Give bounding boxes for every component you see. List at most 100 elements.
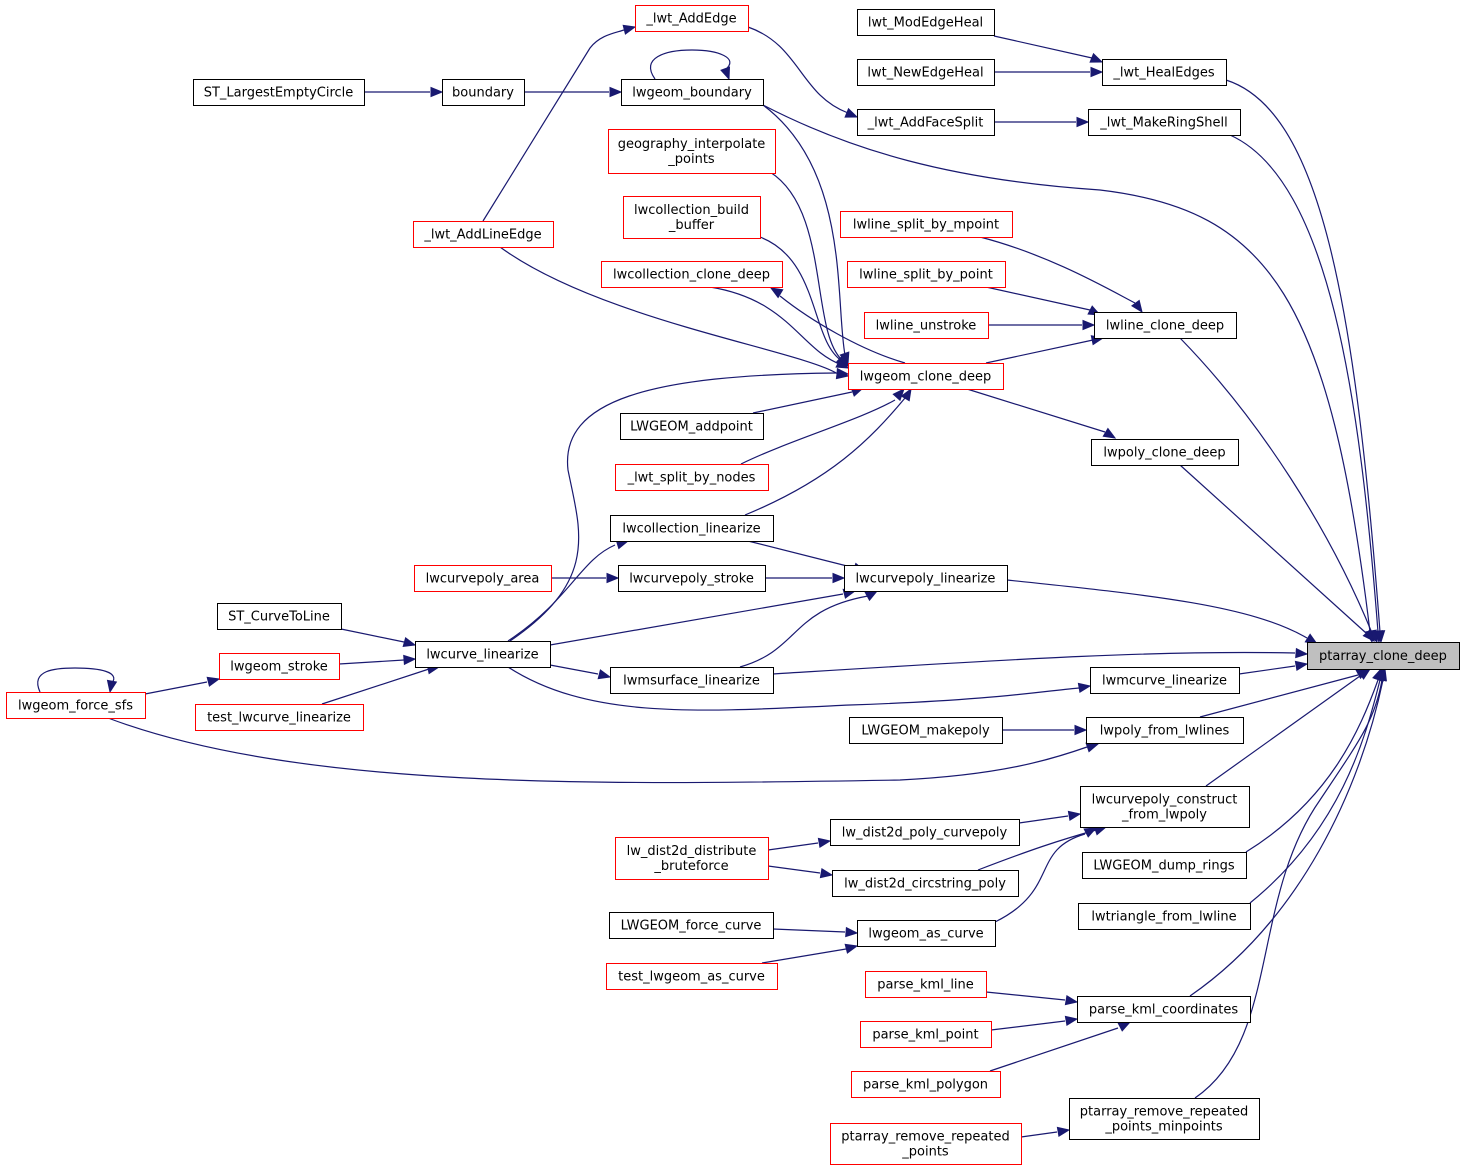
node-geography_interpolate_points[interactable]: geography_interpolate_points [608,129,776,174]
node-label: test_lwcurve_linearize [207,711,351,726]
node-box [844,565,1008,592]
node-lw_dist2d_poly_curvepoly[interactable]: lw_dist2d_poly_curvepoly [830,819,1020,846]
node-LWGEOM_makepoly[interactable]: LWGEOM_makepoly [849,717,1003,744]
node-lwpoly_from_lwlines[interactable]: lwpoly_from_lwlines [1086,717,1244,744]
node-box [857,9,995,36]
node-lwmsurface_linearize[interactable]: lwmsurface_linearize [610,667,774,694]
node-label: _lwt_AddFaceSplit [867,116,984,131]
node-lwgeom_force_sfs[interactable]: lwgeom_force_sfs [6,692,146,719]
node-box [635,5,749,32]
node-lwcurve_linearize[interactable]: lwcurve_linearize [415,641,551,668]
node-_lwt_AddFaceSplit[interactable]: _lwt_AddFaceSplit [857,109,995,136]
node-lwline_split_by_mpoint[interactable]: lwline_split_by_mpoint [840,211,1013,238]
node-label: lwgeom_force_sfs [18,699,133,714]
node-test_lwcurve_linearize[interactable]: test_lwcurve_linearize [195,704,364,731]
edge-LWGEOM_addpoint-to-lwgeom_clone_deep [752,386,865,414]
node-_lwt_split_by_nodes[interactable]: _lwt_split_by_nodes [615,464,769,491]
node-box [1102,59,1227,86]
node-label: lwcurve_linearize [426,648,538,663]
node-LWGEOM_addpoint[interactable]: LWGEOM_addpoint [620,413,764,440]
node-lwcollection_linearize[interactable]: lwcollection_linearize [610,515,774,542]
node-box [414,565,552,592]
node-label: lwcollection_linearize [622,522,760,537]
edge-boundary-to-lwgeom_boundary [524,86,623,98]
node-test_lwgeom_as_curve[interactable]: test_lwgeom_as_curve [606,963,778,990]
node-label: parse_kml_coordinates [1089,1003,1238,1018]
node-ptarray_remove_repeated_points_minpoints[interactable]: ptarray_remove_repeated_points_minpoints [1069,1098,1260,1140]
node-box [865,971,987,998]
node-LWGEOM_force_curve[interactable]: LWGEOM_force_curve [609,912,774,939]
node-lwgeom_stroke[interactable]: lwgeom_stroke [219,653,340,680]
node-lw_dist2d_circstring_poly[interactable]: lw_dist2d_circstring_poly [832,870,1019,897]
node-lwline_split_by_point[interactable]: lwline_split_by_point [847,261,1006,288]
node-label: lwcurvepoly_stroke [629,572,754,587]
node-lwgeom_clone_deep[interactable]: lwgeom_clone_deep [848,363,1004,390]
edge-lwt_ModEdgeHeal-to-_lwt_HealEdges [993,35,1104,63]
node-lwcurvepoly_construct_from_lwpoly[interactable]: lwcurvepoly_construct_from_lwpoly [1080,786,1250,828]
edge-lw_dist2d_poly_curvepoly-to-lwcurvepoly_construct_from_lwpoly [1018,810,1082,824]
edge-lw_dist2d_distribute_bruteforce-to-lw_dist2d_poly_curvepoly [767,837,832,851]
node-label: lw_dist2d_poly_curvepoly [842,826,1008,841]
node-_lwt_AddLineEdge[interactable]: _lwt_AddLineEdge [413,221,554,248]
edge-LWGEOM_dump_rings-to-ptarray_clone_deep [1245,667,1383,853]
node-ptarray_remove_repeated_points[interactable]: ptarray_remove_repeated_points [830,1123,1022,1165]
node-lwline_clone_deep[interactable]: lwline_clone_deep [1094,312,1237,339]
node-box [195,704,364,731]
node-label: LWGEOM_makepoly [861,724,990,739]
node-label: geography_interpolate [618,137,766,152]
edge-lwmsurface_linearize-to-ptarray_clone_deep [772,647,1309,675]
node-lwcurvepoly_stroke[interactable]: lwcurvepoly_stroke [618,565,766,592]
node-lwgeom_boundary[interactable]: lwgeom_boundary [621,79,764,106]
node-box [442,79,525,106]
node-_lwt_MakeRingShell[interactable]: _lwt_MakeRingShell [1088,109,1241,136]
node-ptarray_clone_deep[interactable]: ptarray_clone_deep [1307,642,1460,670]
node-lwcurvepoly_linearize[interactable]: lwcurvepoly_linearize [844,565,1008,592]
node-lwgeom_as_curve[interactable]: lwgeom_as_curve [857,920,996,947]
node-box [1080,786,1250,828]
node-layer: ptarray_clone_deep lwt_ModEdgeHeal lwt_New… [6,5,1460,1165]
node-ST_CurveToLine[interactable]: ST_CurveToLine [217,603,342,630]
node-label: LWGEOM_dump_rings [1093,859,1234,874]
node-lwcollection_build_buffer[interactable]: lwcollection_build_buffer [623,196,761,239]
node-label: _bruteforce [653,859,728,874]
node-parse_kml_line[interactable]: parse_kml_line [865,971,987,998]
node-box [621,79,764,106]
node-boundary[interactable]: boundary [442,79,525,106]
node-label: _lwt_split_by_nodes [627,471,756,486]
edge-lwcurve_linearize-to-lwgeom_clone_deep [509,367,850,642]
node-LWGEOM_dump_rings[interactable]: LWGEOM_dump_rings [1082,852,1247,879]
node-box [1077,996,1251,1023]
node-label: lwgeom_boundary [632,86,752,101]
node-box [193,79,365,106]
node-lwt_ModEdgeHeal[interactable]: lwt_ModEdgeHeal [857,9,995,36]
node-parse_kml_coordinates[interactable]: parse_kml_coordinates [1077,996,1251,1023]
node-label: test_lwgeom_as_curve [618,970,765,985]
node-lw_dist2d_distribute_bruteforce[interactable]: lw_dist2d_distribute_bruteforce [615,837,769,880]
edge-_lwt_split_by_nodes-to-lwgeom_clone_deep [740,388,905,465]
edge-ST_LargestEmptyCircle-to-boundary [364,86,444,98]
node-lwt_NewEdgeHeal[interactable]: lwt_NewEdgeHeal [857,59,995,86]
node-parse_kml_point[interactable]: parse_kml_point [860,1021,992,1048]
node-lwpoly_clone_deep[interactable]: lwpoly_clone_deep [1091,439,1239,466]
node-parse_kml_polygon[interactable]: parse_kml_polygon [851,1071,1001,1098]
node-label: lwgeom_clone_deep [860,370,992,385]
edge-lwcollection_build_buffer-to-lwgeom_clone_deep [759,236,849,367]
node-lwtriangle_from_lwline[interactable]: lwtriangle_from_lwline [1078,903,1251,930]
node-label: lwcurvepoly_construct [1092,793,1238,808]
node-_lwt_HealEdges[interactable]: _lwt_HealEdges [1102,59,1227,86]
node-label: parse_kml_point [872,1028,978,1043]
node-lwline_unstroke[interactable]: lwline_unstroke [864,312,989,339]
node-lwcollection_clone_deep[interactable]: lwcollection_clone_deep [601,261,783,288]
node-lwmcurve_linearize[interactable]: lwmcurve_linearize [1090,667,1240,694]
node-box [608,129,776,174]
node-label: lwpoly_clone_deep [1103,446,1225,461]
node-_lwt_AddEdge[interactable]: _lwt_AddEdge [635,5,749,32]
node-box [857,920,996,947]
node-label: ST_LargestEmptyCircle [204,86,354,101]
node-label: lwcurvepoly_area [426,572,540,587]
node-lwcurvepoly_area[interactable]: lwcurvepoly_area [414,565,552,592]
node-box [610,515,774,542]
edge-ptarray_remove_repeated_points-to-ptarray_remove_repeated_points_minpoints [1020,1126,1071,1138]
node-label: boundary [452,86,514,101]
node-ST_LargestEmptyCircle[interactable]: ST_LargestEmptyCircle [193,79,365,106]
